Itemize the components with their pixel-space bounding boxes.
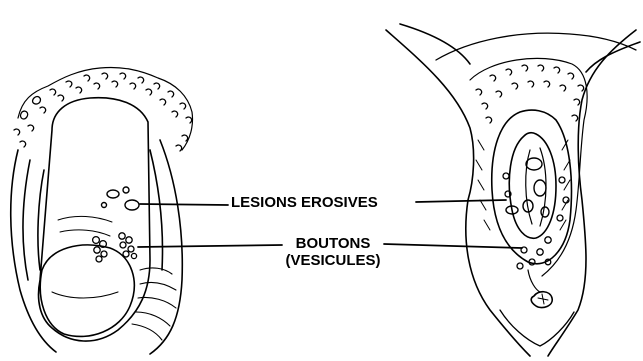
male-figure: [11, 67, 193, 354]
female-labia-inner: [509, 133, 556, 239]
male-glans: [40, 245, 134, 337]
leader-erosive-left: [140, 204, 228, 205]
male-shaft-outline: [39, 98, 151, 341]
vesicles-label: BOUTONS (VESICULES): [284, 235, 382, 269]
leader-vesicles-right: [384, 244, 522, 248]
female-thigh-left: [386, 30, 530, 356]
female-figure: [386, 24, 640, 356]
vesicles-label-line2: (VESICULES): [284, 252, 382, 269]
leader-vesicles-left: [138, 245, 282, 247]
male-erosive-lesions: [102, 187, 140, 210]
female-thigh-right: [548, 30, 636, 356]
female-vesicles: [503, 173, 569, 269]
male-pubic-hair: [18, 67, 193, 150]
male-vesicles: [93, 233, 137, 262]
vesicles-label-line1: BOUTONS: [284, 235, 382, 252]
erosive-lesions-label: LESIONS EROSIVES: [231, 194, 378, 211]
